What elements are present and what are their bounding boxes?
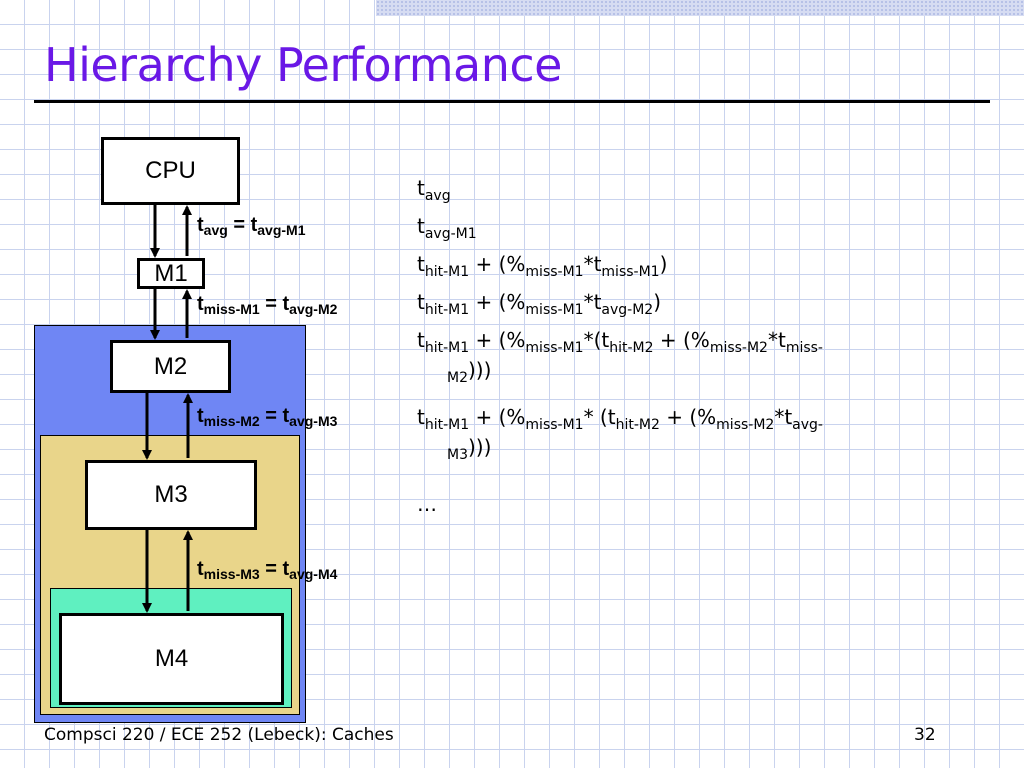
equation-text: + (% — [469, 328, 526, 352]
equation-subscript: miss- — [785, 340, 823, 356]
equation-text: * (t — [583, 405, 616, 429]
slide-title: Hierarchy Performance — [44, 38, 562, 92]
equation-subscript: M2 — [447, 370, 468, 386]
equation-text: … — [417, 492, 437, 516]
top-decorative-band — [376, 0, 1024, 16]
equation-text: t — [417, 290, 425, 314]
equation-text: + (% — [469, 290, 526, 314]
equation-text: ))) — [468, 435, 492, 459]
equation-text: ))) — [468, 358, 492, 382]
m3-box: M3 — [85, 460, 257, 530]
equation-subscript: miss-M2 — [709, 340, 768, 356]
equation-subscript: M3 — [447, 447, 468, 463]
equation-continuation: M3))) — [447, 437, 491, 462]
equation-subscript: miss-M1 — [525, 417, 584, 433]
label-tavg: tavg = tavg-M1 — [197, 214, 306, 238]
equation-subscript: miss-M1 — [525, 264, 584, 280]
equation-text: + (% — [469, 405, 526, 429]
cpu-box: CPU — [101, 137, 240, 205]
label-tmiss-m1: tmiss-M1 = tavg-M2 — [197, 293, 338, 317]
equation-text: ) — [659, 252, 668, 276]
equation-subscript: miss-M1 — [601, 264, 660, 280]
equation-subscript: avg — [424, 188, 451, 204]
footer-course: Compsci 220 / ECE 252 (Lebeck): Caches — [44, 725, 394, 745]
equation-subscript: hit-M1 — [424, 264, 470, 280]
equation-subscript: avg-M2 — [601, 302, 654, 318]
equation-text: t — [417, 252, 425, 276]
equation-subscript: hit-M2 — [609, 340, 654, 356]
equation-text: t — [417, 214, 425, 238]
equation-line: … — [417, 494, 437, 514]
equation-subscript: miss-M1 — [525, 302, 584, 318]
equation-subscript: avg-M1 — [424, 226, 477, 242]
equation-text: t — [417, 405, 425, 429]
equation-text: + (% — [469, 252, 526, 276]
equation-subscript: hit-M1 — [424, 302, 470, 318]
equation-subscript: hit-M1 — [424, 417, 470, 433]
equation-text: t — [417, 328, 425, 352]
equation-text: *t — [583, 252, 602, 276]
equation-line: thit-M1 + (%miss-M1*tavg-M2) — [417, 292, 661, 317]
equation-text: *t — [583, 290, 602, 314]
equation-subscript: miss-M1 — [525, 340, 584, 356]
m1-box: M1 — [137, 258, 205, 289]
equation-subscript: avg- — [792, 417, 823, 433]
equation-line: thit-M1 + (%miss-M1*(thit-M2 + (%miss-M2… — [417, 328, 823, 385]
equation-line: tavg — [417, 178, 451, 203]
equation-line: thit-M1 + (%miss-M1*tmiss-M1) — [417, 254, 667, 279]
m4-box: M4 — [59, 613, 284, 705]
equation-text: *t — [767, 328, 786, 352]
equation-continuation: M2))) — [447, 360, 491, 385]
equation-subscript: hit-M2 — [615, 417, 660, 433]
equation-text: + (% — [659, 405, 717, 429]
equation-subscript: miss-M2 — [716, 417, 775, 433]
equation-text: ) — [653, 290, 662, 314]
equation-text: + (% — [653, 328, 710, 352]
label-tmiss-m3: tmiss-M3 = tavg-M4 — [197, 558, 338, 582]
equation-subscript: hit-M1 — [424, 340, 470, 356]
m2-box: M2 — [110, 340, 231, 393]
title-rule — [34, 100, 990, 103]
label-tmiss-m2: tmiss-M2 = tavg-M3 — [197, 405, 338, 429]
equation-text: *(t — [583, 328, 610, 352]
equation-text: *t — [774, 405, 793, 429]
equation-line: tavg-M1 — [417, 216, 477, 241]
page-number: 32 — [914, 725, 936, 745]
equation-line: thit-M1 + (%miss-M1* (thit-M2 + (%miss-M… — [417, 405, 823, 462]
equation-text: t — [417, 176, 425, 200]
